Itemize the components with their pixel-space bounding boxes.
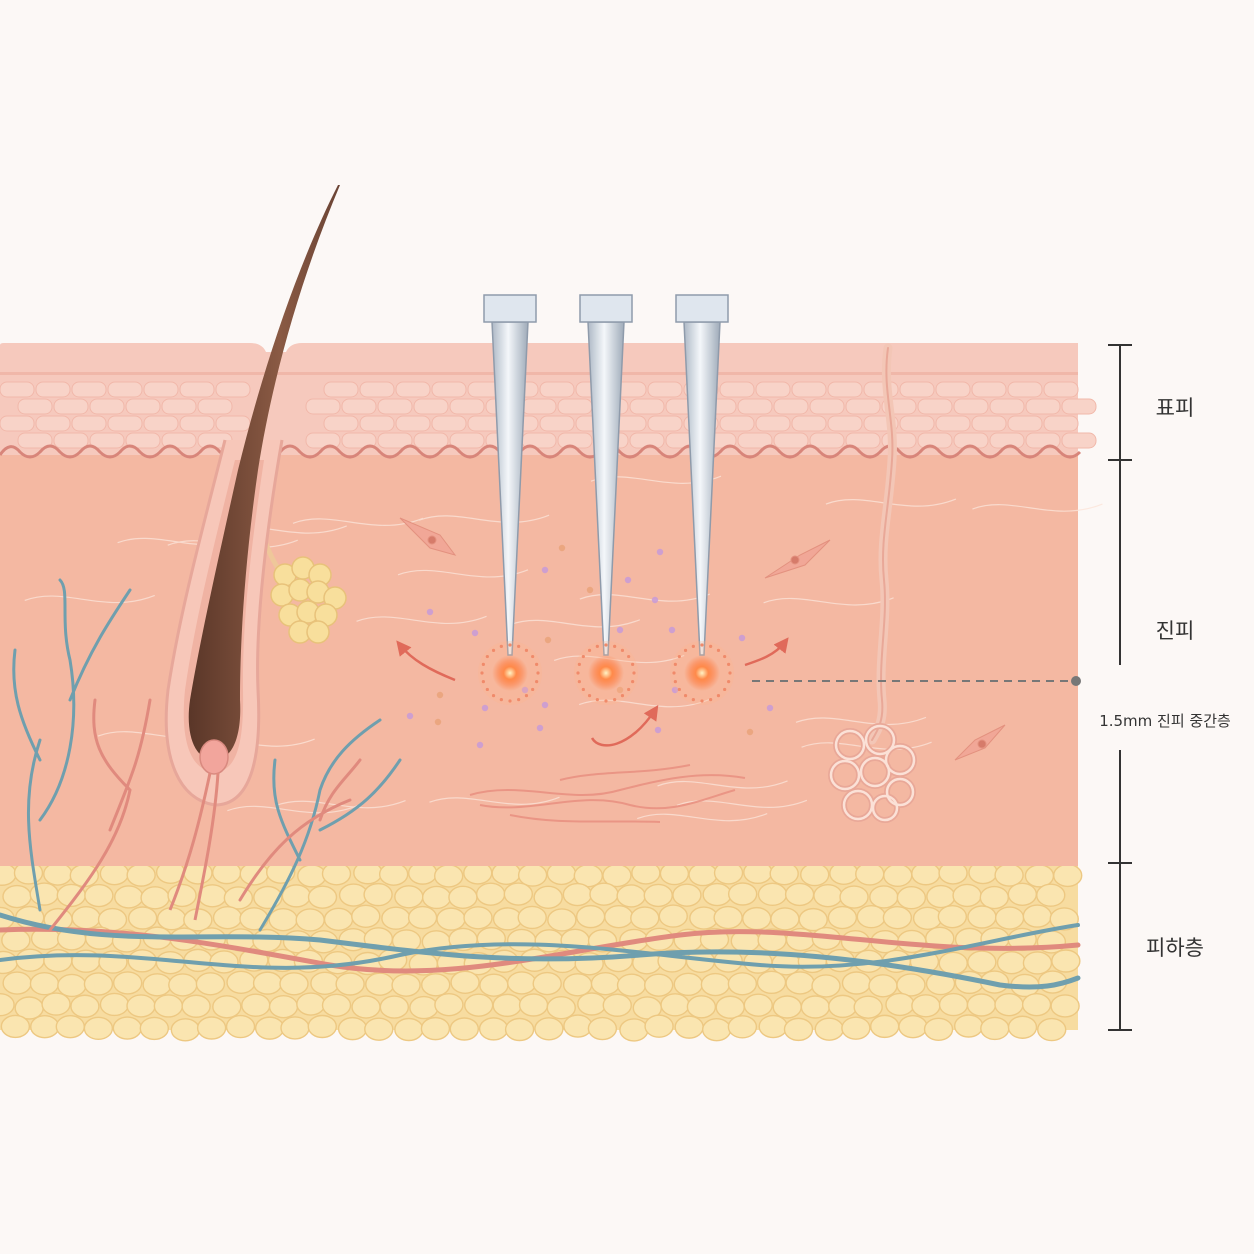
energy-spots: [478, 641, 734, 705]
epidermis-label: 표피: [1130, 392, 1220, 422]
subcutis-layer: [0, 861, 1082, 1041]
dermis-label: 진피: [1130, 615, 1220, 645]
depth-label: 1.5mm 진피 중간층: [1085, 710, 1245, 731]
layer-scale-bar: [1108, 345, 1132, 1030]
epidermis-layer: [0, 343, 1096, 457]
subcutis-label: 피하층: [1130, 932, 1220, 962]
depth-indicator-dot: [1071, 676, 1081, 686]
